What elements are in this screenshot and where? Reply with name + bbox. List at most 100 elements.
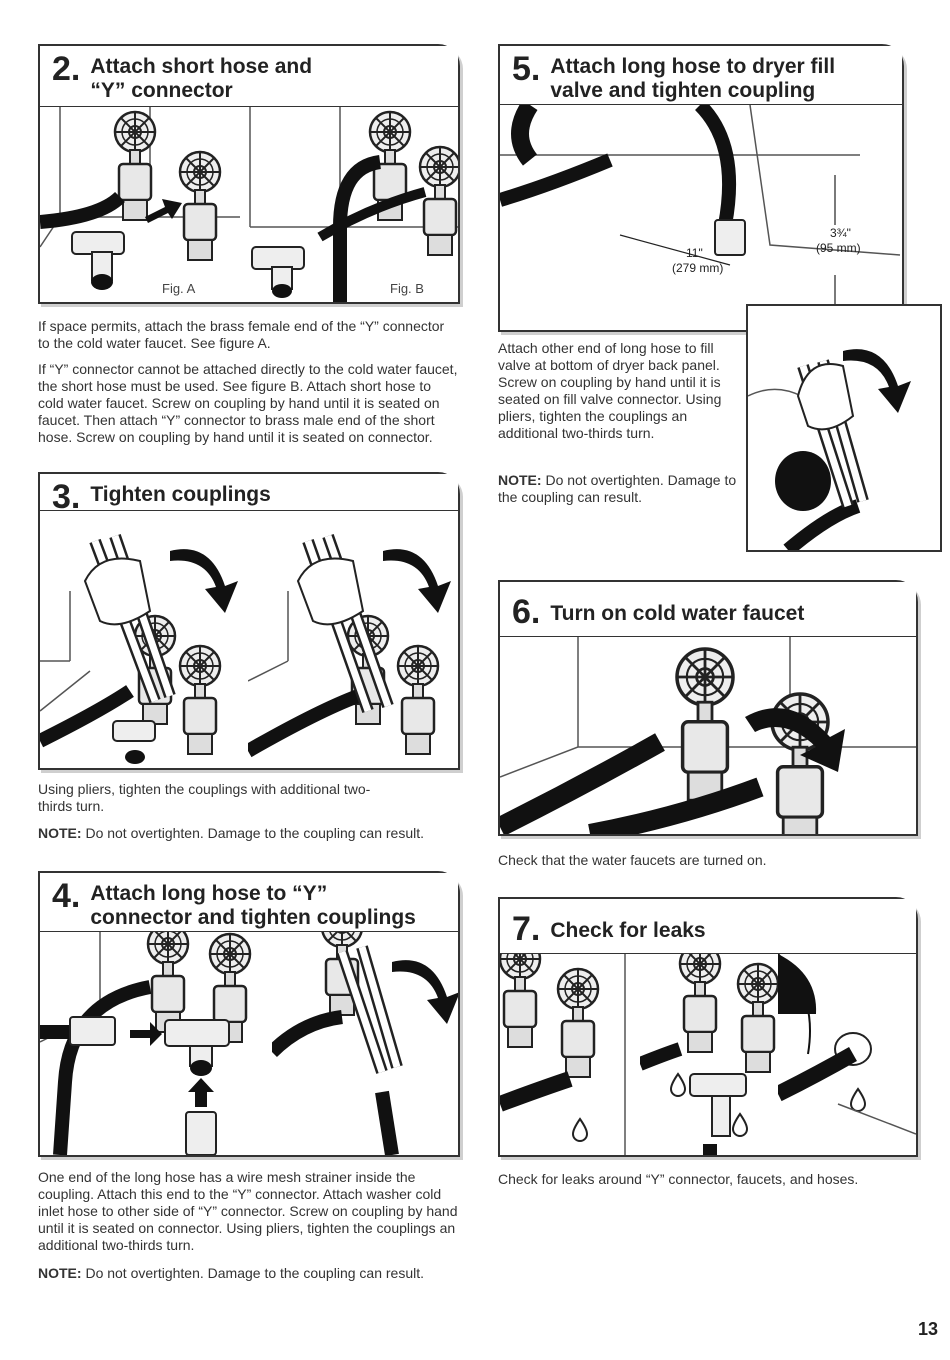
step-2-paragraph-1: If space permits, attach the brass femal… [38, 318, 445, 351]
hose-icon [375, 1090, 399, 1155]
fig-a-label: Fig. A [162, 281, 196, 296]
hand-icon [83, 557, 152, 626]
hose-icon [588, 777, 764, 834]
hose-icon [248, 689, 361, 758]
figure-3b [248, 511, 458, 768]
step-5-note: NOTE: Do not overtighten. Damage to the … [498, 472, 737, 505]
step-number: 3. [52, 478, 81, 516]
curved-arrow-icon [392, 960, 458, 1024]
step-3-paragraph-1: Using pliers, tighten the couplings with… [38, 781, 371, 814]
dimension-11in: 11" [686, 246, 703, 260]
hose-icon [40, 685, 134, 748]
faucet-icon [738, 964, 778, 1072]
step-number: 7. [512, 910, 541, 948]
step-2-panel: 2. Attach short hose and “Y” connector F… [38, 44, 460, 304]
figure-a: Fig. A [40, 107, 241, 302]
arrow-icon [188, 1078, 214, 1107]
fig-b-label: Fig. B [390, 281, 424, 296]
y-connector-icon [251, 246, 305, 298]
step-6-paragraph-1: Check that the water faucets are turned … [498, 852, 767, 868]
step-5-paragraph-1: Attach other end of long hose to fill va… [498, 340, 722, 441]
step-4-header: 4. Attach long hose to “Y” connector and… [40, 873, 458, 932]
faucet-icon [680, 954, 720, 1052]
arrow-icon [130, 1022, 162, 1046]
step-3-note: NOTE: Do not overtighten. Damage to the … [38, 825, 424, 841]
step-title: Attach long hose to “Y” connector and ti… [90, 882, 416, 929]
faucet-icon [180, 152, 220, 260]
step-4-panel: 4. Attach long hose to “Y” connector and… [38, 871, 460, 1157]
water-drop-icon [732, 1113, 748, 1137]
step-title: Attach short hose and “Y” connector [90, 55, 313, 102]
figure-7c [778, 954, 916, 1155]
water-drop-icon [850, 1088, 866, 1112]
step-4-paragraph-1: One end of the long hose has a wire mesh… [38, 1169, 458, 1253]
curved-arrow-icon [383, 549, 451, 613]
step-2-paragraph-2: If “Y” connector cannot be attached dire… [38, 361, 458, 445]
step-7-paragraph-1: Check for leaks around “Y” connector, fa… [498, 1171, 859, 1187]
step-number: 6. [512, 593, 541, 631]
step-title: Turn on cold water faucet [550, 602, 805, 625]
hand-icon [796, 363, 855, 431]
pliers-icon [336, 945, 403, 1074]
hose-icon [694, 105, 737, 227]
curved-arrow-icon [745, 708, 845, 772]
figure-4b [272, 932, 458, 1155]
figure-7b [640, 954, 779, 1155]
hose-icon [500, 733, 665, 834]
dimension-3-75in: 3¾" [830, 226, 851, 240]
faucet-y-connector-illustration: Fig. A [40, 107, 240, 296]
faucet-icon [500, 954, 540, 1047]
hose-icon [272, 1010, 344, 1058]
step-3-header: 3. Tighten couplings [40, 474, 458, 516]
step-3-panel: 3. Tighten couplings [38, 472, 460, 770]
curved-arrow-icon [843, 349, 911, 413]
dimension-279mm: (279 mm) [672, 261, 723, 275]
y-connector-icon [689, 1073, 747, 1137]
step-5-header: 5. Attach long hose to dryer fill valve … [500, 46, 902, 105]
dimension-95mm: (95 mm) [816, 241, 861, 255]
figure-b: Fig. B [240, 107, 458, 302]
step-2-header: 2. Attach short hose and “Y” connector [40, 46, 458, 107]
hose-icon [40, 191, 125, 229]
step-5-panel: 5. Attach long hose to dryer fill valve … [498, 44, 904, 332]
step-title: Attach long hose to dryer fill valve and… [550, 55, 836, 102]
faucet-icon [180, 646, 220, 754]
hose-icon [500, 153, 613, 207]
y-connector-icon [112, 720, 156, 764]
page-number: 13 [917, 1319, 938, 1339]
curved-arrow-icon [170, 549, 238, 613]
step-number: 4. [52, 877, 81, 915]
faucet-icon [398, 646, 438, 754]
step-7-header: 7. Check for leaks [500, 899, 916, 954]
hose-icon [783, 499, 861, 550]
figure-5: 11" (279 mm) 3¾" (95 mm) [500, 105, 902, 330]
figure-3a [40, 511, 249, 768]
step-5-inset-figure [746, 304, 942, 552]
faucet-icon [148, 932, 188, 1032]
faucet-icon [558, 969, 598, 1077]
y-connector-icon [71, 231, 125, 290]
faucet-icon [677, 649, 733, 800]
faucet-icon [420, 147, 458, 255]
figure-6 [500, 637, 916, 834]
water-drop-icon [670, 1073, 686, 1097]
hand-icon [296, 557, 365, 626]
hose-icon [500, 1071, 573, 1112]
step-title: Tighten couplings [90, 483, 271, 506]
step-title: Check for leaks [550, 919, 706, 942]
short-hose-illustration: Fig. B [249, 107, 458, 302]
hose-icon [53, 980, 152, 1155]
y-connector-icon [164, 1019, 230, 1076]
step-7-panel: 7. Check for leaks [498, 897, 918, 1157]
hose-icon [640, 1042, 683, 1071]
arrow-icon [145, 199, 182, 223]
step-4-note: NOTE: Do not overtighten. Damage to the … [38, 1265, 424, 1281]
figure-7a [500, 954, 641, 1155]
hose-icon [778, 1047, 857, 1102]
step-6-panel: 6. Turn on cold water faucet [498, 580, 918, 836]
figure-4a [40, 932, 273, 1155]
water-drop-icon [572, 1118, 588, 1142]
step-number: 5. [512, 50, 541, 88]
step-6-header: 6. Turn on cold water faucet [500, 582, 916, 637]
step-number: 2. [52, 50, 81, 88]
